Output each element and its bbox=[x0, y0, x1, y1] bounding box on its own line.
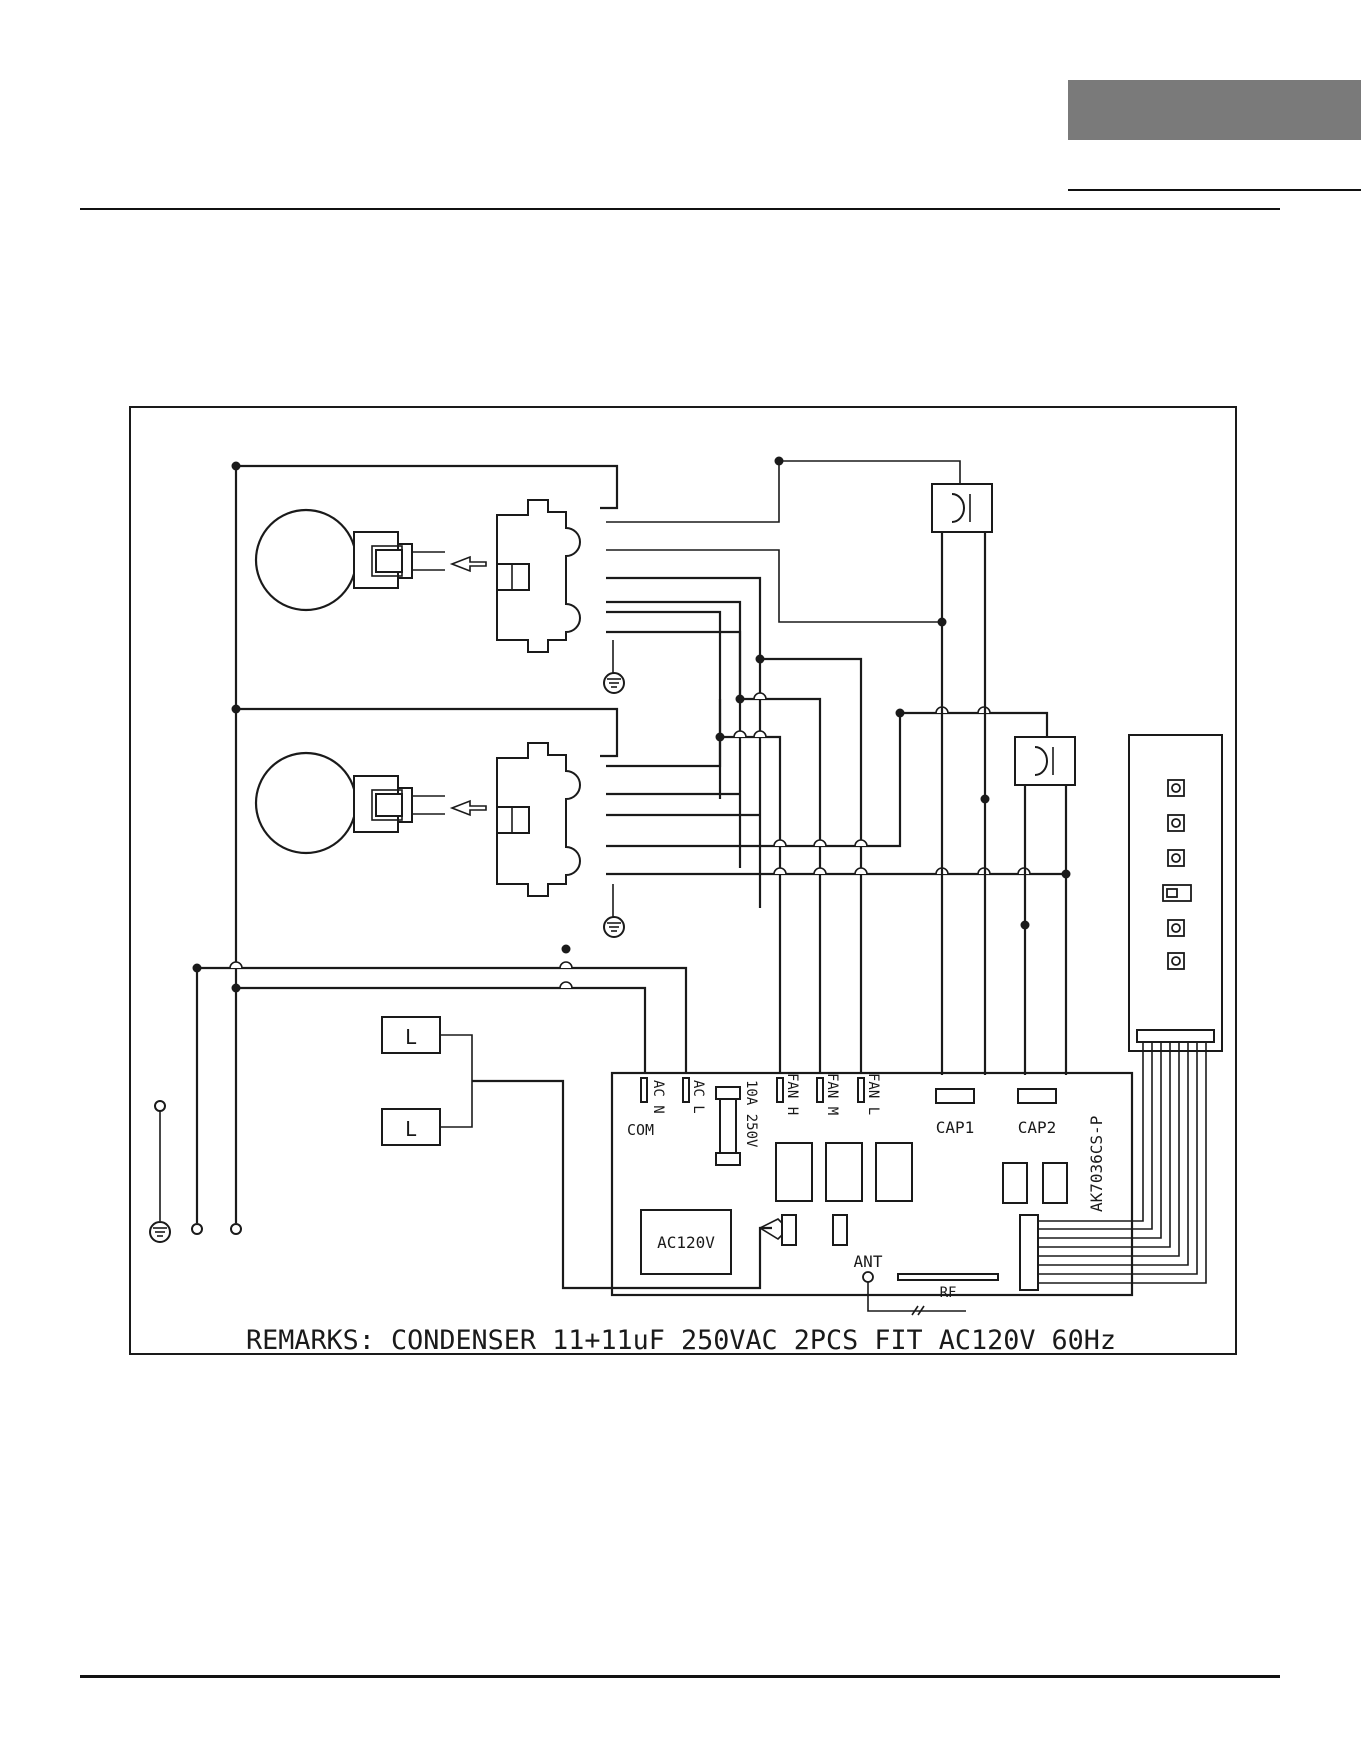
ground-icon bbox=[604, 884, 624, 937]
rf-module: RF bbox=[898, 1274, 998, 1301]
terminal-fan-l: FAN L bbox=[858, 1073, 881, 1115]
relays bbox=[776, 1143, 1067, 1203]
svg-text:AC L: AC L bbox=[690, 1080, 706, 1114]
svg-text:CAP1: CAP1 bbox=[936, 1118, 975, 1137]
svg-text:AC N: AC N bbox=[650, 1080, 666, 1114]
fuse: 10A 250V bbox=[716, 1080, 759, 1165]
com-label: COM bbox=[627, 1121, 654, 1139]
capacitor-2 bbox=[1015, 737, 1075, 785]
ground-icon bbox=[150, 1222, 170, 1242]
svg-text:AC120V: AC120V bbox=[657, 1233, 715, 1252]
terminal-ac-l: AC L bbox=[683, 1078, 706, 1114]
terminal-fan-m: FAN M bbox=[817, 1073, 840, 1115]
lamp-label: L bbox=[405, 1117, 417, 1141]
motor-1 bbox=[256, 500, 580, 652]
motor-2 bbox=[256, 743, 580, 896]
svg-text:RF: RF bbox=[940, 1285, 957, 1301]
antenna: ANT bbox=[854, 1252, 966, 1315]
capacitor-1 bbox=[932, 484, 992, 532]
lamp-1: L bbox=[382, 1017, 440, 1053]
svg-text:CAP2: CAP2 bbox=[1018, 1118, 1057, 1137]
svg-text:FAN M: FAN M bbox=[824, 1073, 840, 1115]
svg-text:ANT: ANT bbox=[854, 1252, 883, 1271]
lamp-2: L bbox=[382, 1109, 440, 1145]
svg-text:10A 250V: 10A 250V bbox=[743, 1080, 759, 1148]
terminal-fan-h: FAN H bbox=[777, 1073, 800, 1115]
terminal-ac-n: AC N bbox=[641, 1078, 666, 1114]
footer-rule bbox=[80, 1675, 1280, 1678]
board-model-label: AK7036CS-P bbox=[1087, 1116, 1106, 1212]
keypad-panel bbox=[1129, 735, 1222, 1051]
svg-text:FAN L: FAN L bbox=[865, 1073, 881, 1115]
transformer: AC120V bbox=[641, 1210, 731, 1274]
cap2-connector: CAP2 bbox=[1018, 1089, 1057, 1137]
keypad-connector bbox=[1020, 1215, 1038, 1290]
control-board: AC N COM AC L 10A 250V FAN H FAN M FAN L… bbox=[612, 1073, 1132, 1315]
cap1-connector: CAP1 bbox=[936, 1089, 975, 1137]
lamp-label: L bbox=[405, 1025, 417, 1049]
remarks: REMARKS: CONDENSER 11+11uF 250VAC 2PCS F… bbox=[246, 1325, 1116, 1356]
ground-icon bbox=[604, 640, 624, 693]
svg-text:FAN H: FAN H bbox=[784, 1073, 800, 1115]
